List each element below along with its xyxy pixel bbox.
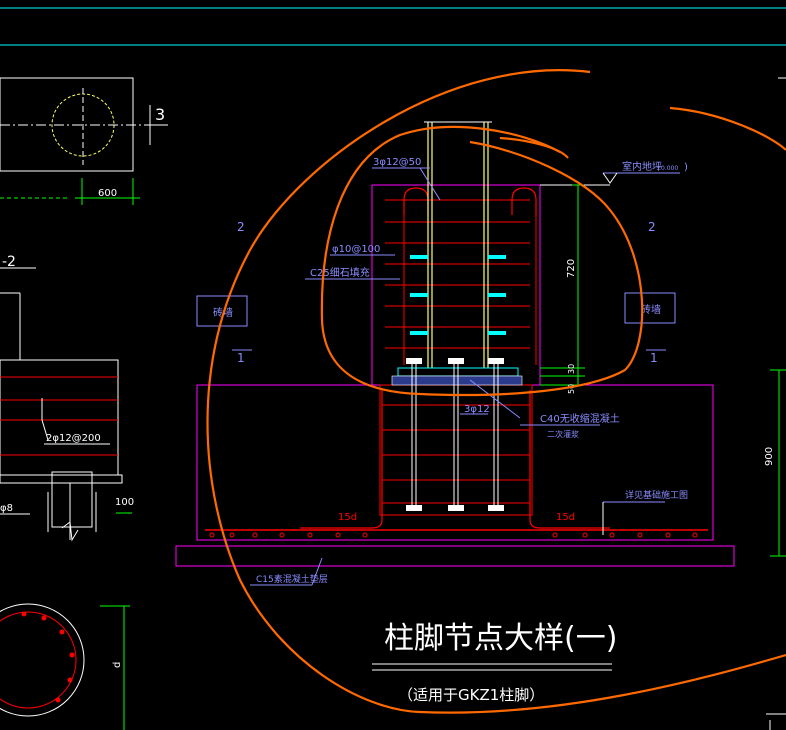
orange-inner-circle-mark	[320, 125, 644, 397]
round-column-section: d	[0, 603, 130, 730]
bolts-label: 3φ12	[464, 404, 490, 415]
dim-30-label: 30	[567, 364, 576, 374]
c15-blinding-layer	[175, 545, 735, 567]
grout-layer	[391, 375, 523, 386]
dim-900-label: 900	[764, 447, 775, 466]
foundation-body	[196, 384, 714, 541]
column-base-detail: 15d 15d	[175, 121, 786, 586]
orange-inner-stroke	[499, 136, 569, 159]
c40-label-line2: 二次灌浆	[547, 429, 579, 439]
orange-outer-circle-mark	[206, 69, 786, 714]
wall-right-label: 砖墙	[641, 303, 661, 316]
orange-top-right-mark	[669, 106, 786, 151]
base-note: 详见基础施工图	[625, 489, 688, 501]
section-3-label: 3	[155, 105, 165, 124]
rebar-2phi12-200-label: 2φ12@200	[46, 433, 101, 444]
mark-2-left: 2	[237, 220, 245, 234]
anchor-15d-left: 15d	[338, 512, 357, 523]
dim-50-label: 50	[567, 384, 576, 394]
svg-text:): )	[684, 162, 688, 173]
freehand-annotation	[206, 69, 786, 714]
section-2-left-label: -2	[2, 254, 16, 270]
c40-label-line1: C40无收缩混凝土	[540, 412, 620, 425]
c25-label: C25细石填充	[310, 266, 370, 279]
section-2-detail: -2 2φ12@200 φ8 100	[0, 254, 134, 542]
anchor-15d-right: 15d	[556, 512, 575, 523]
title-block: 柱脚节点大样(一) （适用于GKZ1柱脚）	[372, 621, 617, 704]
indoor-floor-label: 室内地坪	[622, 160, 662, 173]
indoor-floor-elev: ±0.000	[656, 165, 678, 172]
phi8-label: φ8	[0, 503, 13, 514]
dim-600-label: 600	[98, 188, 117, 199]
mark-1-left: 1	[237, 351, 245, 365]
phi10-100-label: φ10@100	[332, 244, 380, 255]
section-3-detail: 3 600	[0, 77, 168, 205]
mark-1-right: 1	[650, 351, 658, 365]
dim-720-label: 720	[566, 259, 577, 278]
brick-wall-right	[624, 292, 676, 324]
dim-100-label: 100	[115, 497, 134, 508]
c15-label: C15素混凝土垫层	[256, 573, 328, 585]
drawing-title: 柱脚节点大样(一)	[384, 621, 617, 656]
phi12-50-label: 3φ12@50	[373, 157, 421, 168]
drawing-subtitle: （适用于GKZ1柱脚）	[398, 686, 544, 704]
brick-wall-left	[196, 295, 248, 327]
d-label: d	[112, 662, 123, 668]
mark-2-right: 2	[648, 220, 656, 234]
